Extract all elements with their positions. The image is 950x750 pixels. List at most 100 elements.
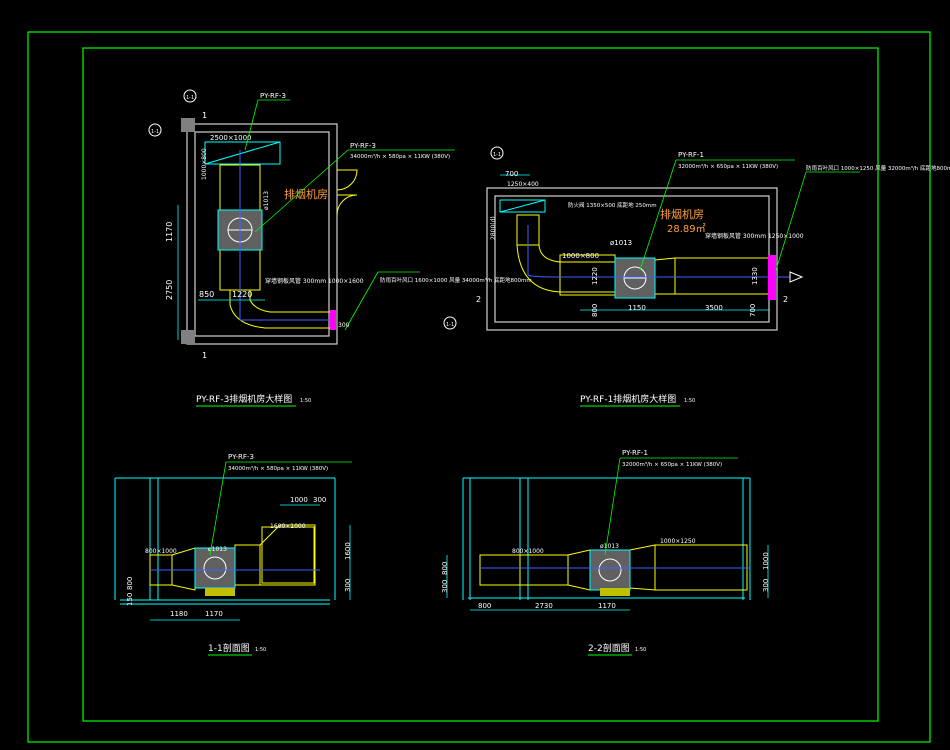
plan-rf3-title: PY-RF-3排烟机房大样图 xyxy=(196,393,292,405)
section-11-dim-800: 800 xyxy=(126,577,134,590)
section-22-leaders xyxy=(604,457,738,556)
section-11-fan-box xyxy=(194,547,236,589)
plan-rf3-section-top: 1 xyxy=(202,111,207,120)
plan-rf1-dim-1220: 1220 xyxy=(591,267,599,285)
plan-rf1-inlet-spec: 防火阀 1350×500 底距地 250mm xyxy=(568,201,657,209)
plan-rf3-duct-spec: 穿墙钢板风管 300mm 1000×1600 xyxy=(265,277,364,285)
section-22-dim-2730: 2730 xyxy=(535,602,553,610)
plan-rf1-leaders xyxy=(639,159,860,271)
plan-rf3-walls xyxy=(186,123,338,345)
section-11-dim-1000: 1000 xyxy=(290,496,308,504)
section-11-base xyxy=(205,588,235,596)
plan-rf1-axis-bubble xyxy=(490,146,504,160)
plan-rf3-diffuser: ø1013 xyxy=(263,191,270,210)
plan-rf3-door xyxy=(336,169,358,216)
plan-rf3-inlet-box xyxy=(204,141,281,165)
inner-border xyxy=(82,47,879,722)
section-11-duct2: 1600×1000 xyxy=(270,523,306,530)
section-22-fan-box xyxy=(589,549,631,591)
section-22-title: 2-2剖面图 xyxy=(588,642,630,654)
section-11-duct1: 800×1000 xyxy=(145,548,177,555)
plan-rf3-section-bottom: 1 xyxy=(202,351,207,360)
plan-rf3-axis-tag: 1-1 xyxy=(186,95,194,101)
plan-rf1-axis-tag: 1-1 xyxy=(493,152,501,158)
plan-rf3-dim-1220: 1220 xyxy=(232,290,252,299)
plan-rf1-dim-800: 800 xyxy=(591,304,599,317)
section-22-fan-spec: 32000m³/h × 650pa × 11KW (380V) xyxy=(622,461,722,468)
plan-rf1-section-left: 2 xyxy=(476,295,481,304)
plan-rf1-dim-700b: 700 xyxy=(749,304,757,317)
plan-rf3-dim-1170: 1170 xyxy=(165,222,174,242)
section-11-fan-icon xyxy=(203,556,227,580)
section-22-dim-800: 800 xyxy=(441,562,449,575)
plan-rf1-section-right: 2 xyxy=(783,295,788,304)
section-11-dim-1170: 1170 xyxy=(205,610,223,618)
section-22-dim-300: 300 xyxy=(762,579,770,592)
plan-rf1-dim-700: 700 xyxy=(505,170,518,178)
plan-rf1-duct xyxy=(516,214,771,296)
section-11-dim-300: 300 xyxy=(313,496,326,504)
plan-rf1-axis-tag2: 1-1 xyxy=(446,322,454,328)
section-11-fan-tag: PY-RF-3 xyxy=(228,453,254,461)
section-11-dim-300b: 300 xyxy=(344,579,352,592)
section-22-base xyxy=(600,588,630,596)
plan-rf3-dim-2750: 2750 xyxy=(165,280,174,300)
section-22-fan-icon xyxy=(598,558,622,582)
plan-rf1-louver-spec: 防雨百叶风口 1000×1250 风量 32000m³/h 底距地800mm xyxy=(806,164,950,172)
section-11-dim-lines xyxy=(150,504,351,621)
plan-rf3-scale: 1:50 xyxy=(300,398,311,404)
section-22: 1000 300 800 300 800 2730 1170 800×1000 … xyxy=(441,449,770,656)
plan-rf3-column xyxy=(181,118,195,132)
section-11-scale: 1:50 xyxy=(255,647,266,653)
section-22-dim-1170: 1170 xyxy=(598,602,616,610)
plan-rf3-fan-tag: PY-RF-3 xyxy=(260,92,286,100)
plan-rf3-louver xyxy=(330,310,336,330)
plan-rf1-axis-bubble2 xyxy=(443,316,457,330)
plan-rf1-diffuser: ø1013 xyxy=(610,239,632,247)
section-22-dim-lines xyxy=(446,545,769,611)
section-11-dim-150: 150 xyxy=(126,593,134,606)
section-22-walls xyxy=(462,477,751,600)
plan-rf3-fan-spec: 34000m³/h × 580pa × 11KW (380V) xyxy=(350,153,450,160)
section-22-dim-300b: 300 xyxy=(441,580,449,593)
plan-rf1-dim-1330: 1330 xyxy=(751,267,759,285)
section-22-dim-800b: 800 xyxy=(478,602,491,610)
section-11: 1000 300 1600 300 1180 1170 800 150 800×… xyxy=(114,453,352,656)
plan-rf1-fan-spec: 32000m³/h × 650pa × 11KW (380V) xyxy=(678,163,778,170)
plan-rf3-louver-spec: 防雨百叶风口 1600×1000 风量 34000m³/h 底距地800mm xyxy=(380,276,532,284)
plan-rf1-wall-tag: 2800(d) xyxy=(490,216,497,240)
section-22-dim-1000: 1000 xyxy=(762,552,770,570)
plan-rf1-axis-line2 xyxy=(527,274,790,278)
plan-rf1-dim-1000x800: 1000×800 xyxy=(562,252,599,260)
plan-rf1-title: PY-RF-1排烟机房大样图 xyxy=(580,393,676,405)
section-11-title: 1-1剖面图 xyxy=(208,642,250,654)
section-22-fan-tag: PY-RF-1 xyxy=(622,449,648,457)
plan-rf3-fan-tag2: PY-RF-3 xyxy=(350,142,376,150)
plan-rf1-flow-arrow xyxy=(789,271,804,283)
section-11-dim-1600: 1600 xyxy=(344,542,352,560)
section-22-duct2: 1000×1250 xyxy=(660,538,696,545)
plan-rf1-dim-3500: 3500 xyxy=(705,304,723,312)
plan-rf1-dim-1150: 1150 xyxy=(628,304,646,312)
plan-rf3-dim-lines xyxy=(177,205,265,340)
plan-rf3-leaders xyxy=(244,99,455,331)
section-22-diffuser: ø1013 xyxy=(600,543,619,550)
plan-rf1: 700 1250×400 1000×800 1220 1150 3500 800… xyxy=(443,146,950,407)
plan-rf3-column xyxy=(181,330,195,344)
plan-rf1-inlet-box xyxy=(499,199,546,213)
plan-rf1-duct-spec: 穿墙钢板风管 300mm 1250×1000 xyxy=(705,232,804,240)
plan-rf1-room-name: 排烟机房 xyxy=(660,207,704,221)
section-11-walls xyxy=(114,477,336,605)
section-22-scale: 1:50 xyxy=(635,647,646,653)
plan-rf3-inlet-size2: 2500×1000 xyxy=(210,134,252,142)
section-11-leaders xyxy=(209,461,352,556)
plan-rf3-dim-300: 300 xyxy=(338,322,350,329)
plan-rf1-inlet-diag xyxy=(499,199,546,213)
plan-rf3-axis-tag2: 1-1 xyxy=(151,129,159,135)
plan-rf1-scale: 1:50 xyxy=(684,398,695,404)
plan-rf1-louver xyxy=(768,255,776,300)
plan-rf1-fan-tag: PY-RF-1 xyxy=(678,151,704,159)
section-11-dim-1180: 1180 xyxy=(170,610,188,618)
plan-rf1-room-area: 28.89㎡ xyxy=(667,223,706,235)
